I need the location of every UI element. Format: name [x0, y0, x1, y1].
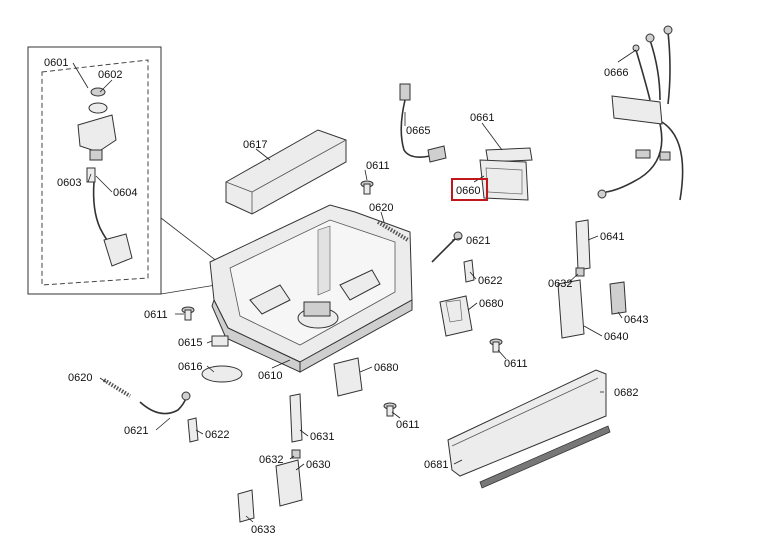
part-0621-b — [139, 397, 187, 415]
label-0633: 0633 — [251, 524, 275, 536]
label-0610: 0610 — [258, 370, 282, 382]
label-0643: 0643 — [624, 314, 648, 326]
label-0611-d: 0611 — [396, 419, 420, 431]
label-0621-a: 0621 — [466, 235, 490, 247]
label-0616: 0616 — [178, 361, 202, 373]
label-0611-c: 0611 — [144, 309, 168, 321]
part-0665-cable — [399, 83, 447, 163]
label-0611-b: 0611 — [504, 358, 528, 370]
part-labels: 0601 0602 0603 0604 0617 0665 0661 0660 … — [44, 57, 648, 536]
part-0615 — [211, 335, 229, 347]
label-0640: 0640 — [604, 331, 628, 343]
label-0621-b: 0621 — [124, 425, 148, 437]
valve-body — [77, 114, 117, 153]
valve-connector — [103, 233, 133, 267]
label-0632-b: 0632 — [259, 454, 283, 466]
base-frame — [209, 204, 413, 373]
screw-0611-c — [489, 338, 503, 353]
part-0630 — [275, 459, 303, 507]
label-0603: 0603 — [57, 177, 81, 189]
part-0633 — [237, 489, 255, 523]
screw-0611-b — [181, 306, 195, 321]
part-0632-a — [575, 267, 585, 277]
label-0666: 0666 — [604, 67, 628, 79]
label-0630: 0630 — [306, 459, 330, 471]
part-0682 — [447, 369, 607, 477]
label-0620-a: 0620 — [369, 202, 393, 214]
label-0680-b: 0680 — [374, 362, 398, 374]
screw-0611-a — [360, 180, 374, 195]
part-0622-b — [187, 417, 199, 443]
part-0661 — [485, 147, 533, 163]
label-0665: 0665 — [406, 125, 430, 137]
label-0604: 0604 — [113, 187, 137, 199]
part-0617-cover — [225, 129, 347, 215]
label-0660: 0660 — [456, 185, 480, 197]
label-0601: 0601 — [44, 57, 68, 69]
part-0622-a — [463, 259, 475, 283]
part-0680-a — [439, 295, 473, 337]
part-0643 — [609, 281, 627, 315]
highlight-box — [451, 178, 488, 201]
part-0680-b — [333, 357, 363, 397]
label-0602: 0602 — [98, 69, 122, 81]
label-0682: 0682 — [614, 387, 638, 399]
part-0632-b — [291, 449, 301, 459]
label-0631: 0631 — [310, 431, 334, 443]
part-0681 — [479, 425, 611, 489]
label-0617: 0617 — [243, 139, 267, 151]
part-0631 — [289, 393, 303, 443]
label-0622-a: 0622 — [478, 275, 502, 287]
part-0620-b — [102, 378, 132, 398]
part-0666-harness — [597, 25, 684, 201]
label-0622-b: 0622 — [205, 429, 229, 441]
label-0632-a: 0632 — [548, 278, 572, 290]
part-0640 — [557, 279, 585, 339]
label-0641: 0641 — [600, 231, 624, 243]
part-0621-a — [431, 237, 457, 263]
label-0615: 0615 — [178, 337, 202, 349]
part-0641 — [575, 219, 591, 271]
part-0616 — [201, 365, 243, 383]
leader-lines — [72, 49, 637, 523]
label-0681: 0681 — [424, 459, 448, 471]
screw-0611-d — [383, 402, 397, 417]
detail-inset — [27, 46, 223, 295]
label-0611-a: 0611 — [366, 160, 390, 172]
label-0661: 0661 — [470, 112, 494, 124]
label-0680-a: 0680 — [479, 298, 503, 310]
label-0620-b: 0620 — [68, 372, 92, 384]
